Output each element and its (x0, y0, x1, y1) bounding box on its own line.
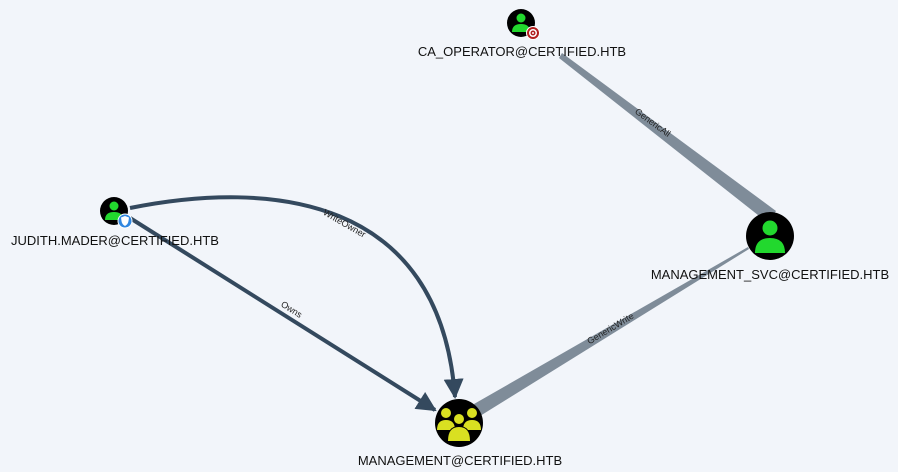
node-label-ca-operator: CA_OPERATOR@CERTIFIED.HTB (418, 44, 626, 59)
user-icon (755, 220, 785, 253)
node-label-judith-mader: JUDITH.MADER@CERTIFIED.HTB (11, 233, 219, 248)
target-icon (526, 26, 540, 40)
edge-label-writeowner: WriteOwner (321, 207, 367, 239)
edge-label-genericwrite: GenericWrite (585, 311, 635, 347)
user-icon (512, 13, 530, 32)
edge-label-genericall: GenericAll (633, 106, 672, 138)
node-label-management-svc: MANAGEMENT_SVC@CERTIFIED.HTB (651, 267, 889, 282)
owned-icon (117, 213, 133, 229)
edge-label-owns: Owns (279, 299, 304, 320)
node-management[interactable]: MANAGEMENT@CERTIFIED.HTB (358, 399, 562, 468)
edge-genericall[interactable]: GenericAll (559, 53, 776, 223)
node-ca-operator[interactable]: CA_OPERATOR@CERTIFIED.HTB (418, 9, 626, 59)
group-icon (437, 408, 481, 442)
node-label-management: MANAGEMENT@CERTIFIED.HTB (358, 453, 562, 468)
node-judith-mader[interactable]: JUDITH.MADER@CERTIFIED.HTB (11, 197, 219, 248)
node-management-svc[interactable]: MANAGEMENT_SVC@CERTIFIED.HTB (651, 212, 889, 282)
edge-writeowner[interactable]: WriteOwner (129, 195, 464, 399)
